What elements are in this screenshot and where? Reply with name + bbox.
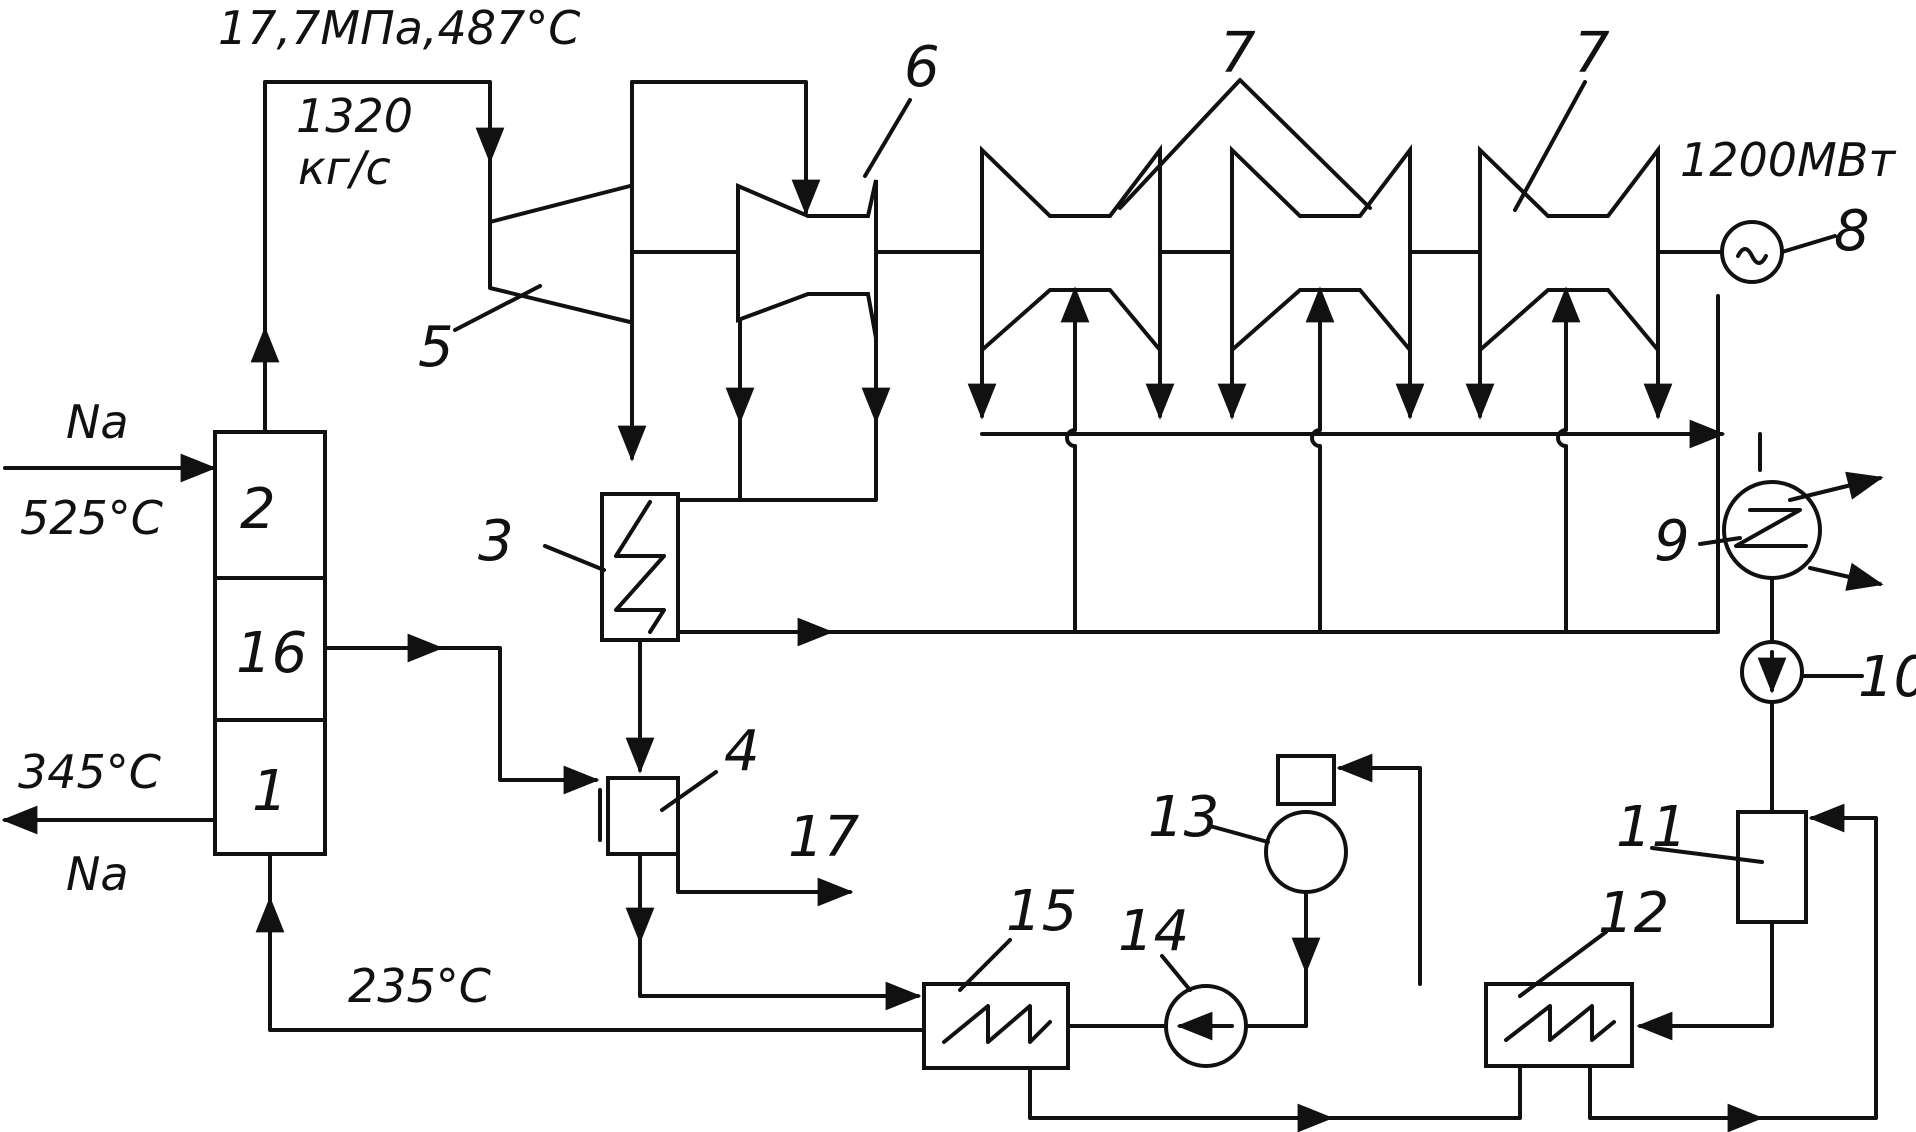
power-label: 1200МВт (1680, 133, 1896, 187)
label-6: 6 (904, 35, 940, 100)
label-15: 15 (1006, 879, 1077, 944)
superheater-box (213, 430, 327, 580)
steam-generator (213, 430, 327, 856)
label-4: 4 (724, 719, 760, 784)
na-in-temp-label: 525°С (20, 491, 163, 545)
label-2: 2 (240, 477, 276, 542)
lp3-inlet (1551, 286, 1581, 634)
leader-5 (453, 284, 542, 332)
main-steam-line (263, 80, 505, 342)
leader-4 (660, 770, 718, 812)
lp2-inlet (1305, 286, 1335, 634)
leader-8 (1780, 234, 1837, 254)
condenser-coil (1734, 508, 1808, 548)
lp-turbine-3 (1478, 144, 1660, 356)
hp-exhaust-collector-2 (676, 418, 878, 502)
label-10: 10 (1858, 645, 1916, 710)
cooling-water-out (1788, 471, 1884, 502)
na-out-label: Na (66, 847, 129, 901)
leader-6 (863, 98, 912, 178)
feed-temp-label: 235°С (348, 959, 491, 1013)
leader-7b (1513, 80, 1587, 212)
heater-12-to-deaerator (1336, 753, 1422, 986)
label-7b: 7 (1574, 21, 1610, 86)
cooling-water-in (1808, 562, 1884, 591)
steam-chest-lower (488, 158, 632, 324)
heater-11-drain-return (1808, 803, 1878, 1102)
heater-11-to-12 (1636, 920, 1774, 1041)
leader-9 (1698, 536, 1742, 546)
flow-unit-label: кг/с (298, 141, 391, 195)
deaerator-tank (1276, 754, 1336, 806)
label-13: 13 (1148, 785, 1219, 850)
label-17: 17 (788, 805, 860, 870)
steam-chest-upper (488, 184, 632, 224)
separator-to-heater-15 (638, 852, 922, 1011)
reheat-section-to-separator (323, 646, 600, 795)
label-3: 3 (478, 509, 514, 574)
label-11: 11 (1616, 795, 1687, 860)
lp-heater-11 (1736, 810, 1808, 924)
separator-4 (606, 776, 680, 856)
heater-12-drain (1588, 1064, 1878, 1120)
leader-14 (1160, 954, 1192, 992)
reheater-box (213, 576, 327, 722)
separator-outlet-17 (676, 822, 854, 907)
leader-15 (958, 938, 1012, 992)
leader-13 (1208, 824, 1270, 844)
label-7a: 7 (1220, 21, 1256, 86)
hp-steam-line (630, 80, 821, 216)
leader-7a (1118, 78, 1372, 210)
leader-12 (1518, 930, 1608, 998)
hp-exhaust-collector-1 (676, 418, 742, 502)
heater-12-coil (1504, 1004, 1616, 1042)
label-8: 8 (1834, 199, 1870, 264)
heater-12 (1484, 982, 1634, 1068)
leader-3 (543, 544, 606, 572)
na-out-temp-label: 345°С (18, 745, 161, 799)
deaerator (1264, 810, 1348, 894)
leader-11 (1650, 846, 1764, 864)
label-14: 14 (1118, 899, 1189, 964)
na-in-label: Na (66, 395, 129, 449)
lp-turbine-1 (980, 144, 1162, 356)
label-5: 5 (418, 315, 454, 380)
reheat-steam-header (676, 294, 1720, 634)
lp1-inlet (1060, 286, 1090, 634)
steam-params-label: 17,7МПа,487°С (218, 1, 580, 55)
reheater-3-coil (614, 500, 666, 634)
heater-15-drain (1028, 1064, 1522, 1120)
label-12: 12 (1598, 881, 1669, 946)
flow-value-label: 1320 (296, 89, 413, 143)
heater-15-coil (942, 1004, 1052, 1044)
label-1: 1 (252, 759, 288, 824)
label-9: 9 (1654, 509, 1690, 574)
label-16: 16 (236, 621, 307, 686)
generator-sine-icon (1736, 247, 1768, 265)
